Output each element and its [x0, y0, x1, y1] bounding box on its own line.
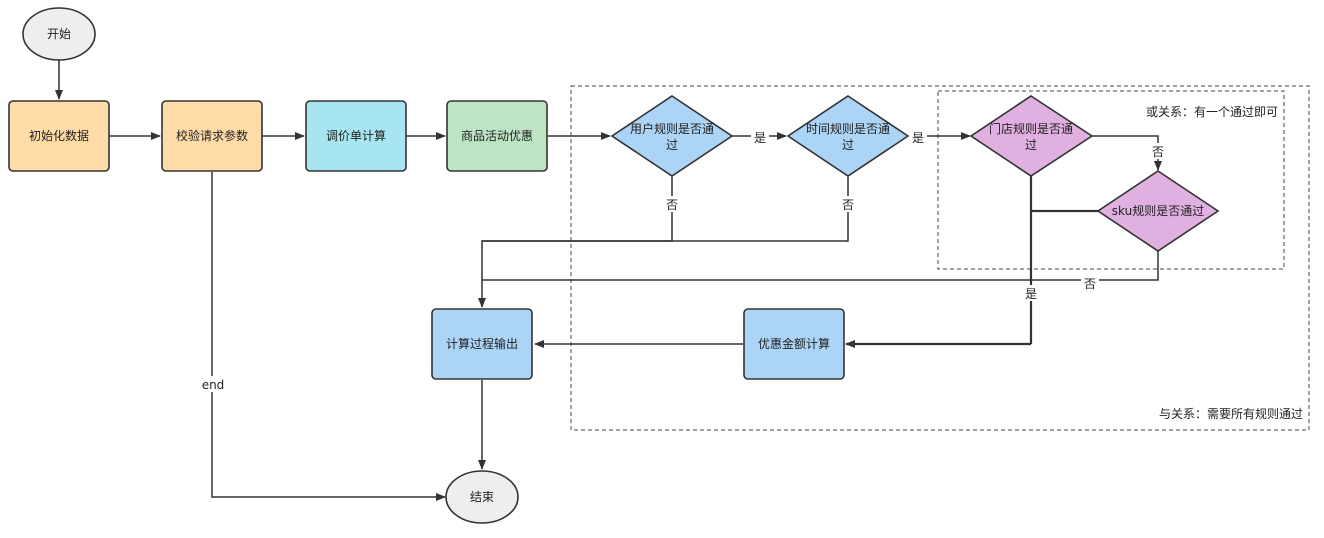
calc-output-label: 计算过程输出 [446, 336, 518, 351]
store-rule-label-line1: 门店规则是否通 [989, 121, 1073, 136]
edge-label-or-yes: 是 [1025, 287, 1037, 301]
and-relation-label: 与关系：需要所有规则通过 [1159, 406, 1303, 421]
init-data-label: 初始化数据 [29, 128, 89, 143]
user-rule-decision[interactable]: 用户规则是否通 过 [610, 95, 734, 177]
store-rule-decision[interactable]: 门店规则是否通 过 [969, 95, 1094, 177]
or-relation-group [937, 90, 1285, 270]
product-activity-label: 商品活动优惠 [461, 128, 533, 143]
discount-amount-calc-label: 优惠金额计算 [758, 336, 830, 351]
price-adjust-calc-label: 调价单计算 [326, 128, 386, 143]
edge-label-store-no: 否 [1152, 145, 1164, 159]
start-node[interactable]: 开始 [22, 7, 96, 61]
and-relation-group [570, 85, 1310, 431]
sku-rule-decision[interactable]: sku规则是否通过 [1096, 170, 1220, 252]
time-rule-label-line1: 时间规则是否通 [806, 121, 890, 136]
init-data-node[interactable]: 初始化数据 [8, 100, 110, 172]
edge-validate-end [211, 172, 446, 501]
price-adjust-calc-node[interactable]: 调价单计算 [305, 100, 407, 172]
edge-label-end: end [202, 378, 225, 392]
discount-amount-calc-node[interactable]: 优惠金额计算 [743, 308, 845, 380]
edge-label-time-no: 否 [842, 198, 854, 212]
end-label: 结束 [470, 490, 494, 504]
validate-params-node[interactable]: 校验请求参数 [161, 100, 263, 172]
edge-label-time-yes: 是 [912, 131, 924, 145]
start-label: 开始 [47, 27, 71, 41]
time-rule-label-line2: 过 [842, 138, 854, 152]
edge-label-sku-no: 否 [1084, 277, 1096, 291]
edge-sku-no [482, 251, 1159, 281]
validate-params-label: 校验请求参数 [176, 128, 248, 143]
edge-store-sku-no [1092, 135, 1162, 171]
or-relation-label: 或关系：有一个通过即可 [1146, 105, 1278, 119]
user-rule-label-line1: 用户规则是否通 [630, 121, 714, 136]
edge-label-user-yes: 是 [754, 131, 766, 145]
sku-rule-label: sku规则是否通过 [1112, 203, 1204, 218]
user-rule-label-line2: 过 [666, 138, 678, 152]
product-activity-node[interactable]: 商品活动优惠 [446, 100, 548, 172]
time-rule-decision[interactable]: 时间规则是否通 过 [786, 95, 910, 177]
end-node[interactable]: 结束 [445, 470, 519, 524]
edge-label-user-no: 否 [666, 198, 678, 212]
store-rule-label-line2: 过 [1025, 138, 1037, 152]
calc-output-node[interactable]: 计算过程输出 [431, 308, 533, 380]
